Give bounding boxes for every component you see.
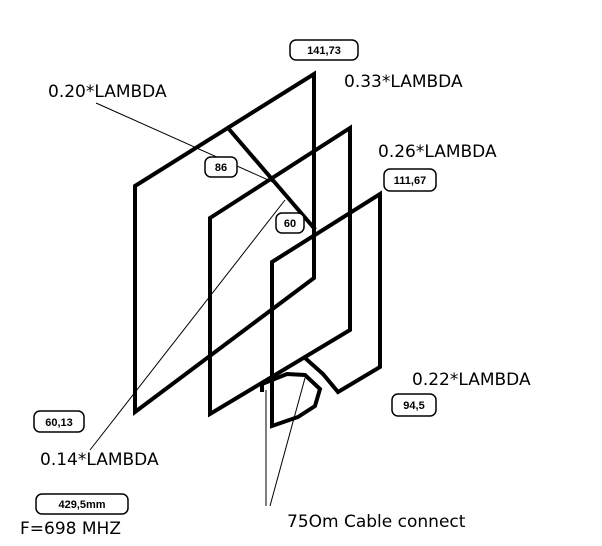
label-lambda-014: 0.14*LAMBDA	[40, 450, 159, 470]
dim-box-141: 141,73	[289, 39, 359, 61]
dim-box-4295: 429,5mm	[35, 493, 129, 515]
svg-text:94,5: 94,5	[403, 400, 424, 412]
svg-text:111,67: 111,67	[394, 175, 426, 187]
label-lambda-033: 0.33*LAMBDA	[344, 72, 463, 92]
label-lambda-026: 0.26*LAMBDA	[378, 142, 497, 162]
svg-text:429,5mm: 429,5mm	[58, 499, 105, 511]
cable-lead-right	[269, 377, 306, 507]
loop-driven	[260, 190, 382, 429]
leader-020	[95, 102, 276, 184]
loop-reflector	[133, 70, 316, 416]
dim-box-111: 111,67	[383, 168, 437, 192]
svg-text:60,13: 60,13	[45, 417, 73, 429]
label-frequency: F=698 MHZ	[20, 519, 121, 539]
svg-text:141,73: 141,73	[307, 45, 341, 57]
dim-box-86: 86	[204, 156, 238, 178]
label-lambda-022: 0.22*LAMBDA	[412, 370, 531, 390]
svg-text:86: 86	[215, 162, 227, 174]
dim-box-945: 94,5	[391, 393, 437, 417]
label-cable: 75Om Cable connect	[287, 512, 466, 532]
label-lambda-020: 0.20*LAMBDA	[48, 82, 167, 102]
dim-box-60: 60	[275, 212, 305, 234]
leader-014	[89, 199, 286, 451]
svg-text:60: 60	[284, 218, 296, 230]
dim-box-6013: 60,13	[33, 410, 85, 433]
loop-middle	[208, 124, 352, 418]
